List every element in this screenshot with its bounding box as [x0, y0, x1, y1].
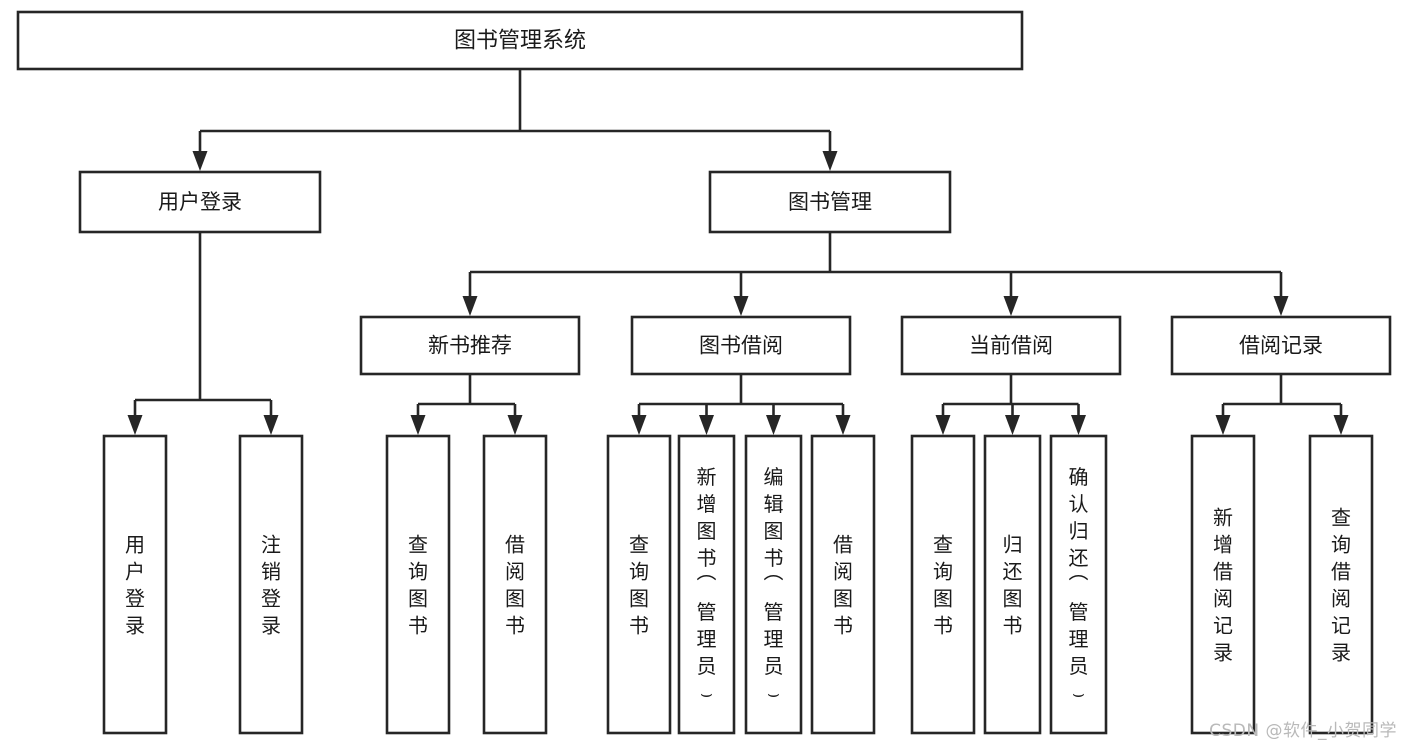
connector-arrowhead	[1215, 415, 1231, 435]
node-label: 归还图书	[1003, 533, 1023, 638]
connector-arrowhead	[192, 151, 208, 171]
csdn-watermark: CSDN @软件_小贺同学	[1209, 721, 1397, 741]
connector-arrowhead	[1003, 296, 1019, 316]
node-l1-0[interactable]: 用户登录	[78, 170, 322, 234]
connector-group-2	[127, 232, 279, 435]
node-label: 查询图书	[933, 533, 953, 638]
node-box[interactable]	[983, 434, 1042, 735]
node-label: 查询借阅记录	[1331, 506, 1351, 665]
node-label: 用户登录	[125, 533, 145, 638]
node-l2-1[interactable]: 图书借阅	[630, 315, 852, 376]
node-label: 借阅图书	[833, 533, 853, 638]
node-label: 新增图书⌒管理员⌣	[697, 465, 717, 705]
connector-arrowhead	[766, 415, 781, 435]
node-box[interactable]	[677, 434, 736, 735]
node-leaf-2[interactable]: 查询图书	[385, 434, 451, 735]
node-box[interactable]	[1170, 315, 1392, 376]
connector-arrowhead	[127, 415, 143, 435]
node-box[interactable]	[744, 434, 803, 735]
connector-arrowhead	[462, 296, 478, 316]
node-box[interactable]	[385, 434, 451, 735]
node-leaf-6[interactable]: 编辑图书⌒管理员⌣	[744, 434, 803, 735]
node-leaf-5[interactable]: 新增图书⌒管理员⌣	[677, 434, 736, 735]
node-leaf-8[interactable]: 查询图书	[910, 434, 976, 735]
connector-arrowhead	[1333, 415, 1349, 435]
node-box[interactable]	[238, 434, 304, 735]
node-label: 查询图书	[629, 533, 649, 638]
node-leaf-7[interactable]: 借阅图书	[810, 434, 876, 735]
node-leaf-0[interactable]: 用户登录	[102, 434, 168, 735]
node-box[interactable]	[78, 170, 322, 234]
node-label: 确认归还⌒管理员⌣	[1069, 465, 1089, 705]
node-l2-2[interactable]: 当前借阅	[900, 315, 1122, 376]
nodes-layer: 图书管理系统用户登录图书管理新书推荐图书借阅当前借阅借阅记录用户登录注销登录查询…	[16, 10, 1392, 735]
node-leaf-4[interactable]: 查询图书	[606, 434, 672, 735]
connector-arrowhead	[1005, 415, 1020, 435]
node-label: 图书管理	[788, 190, 872, 214]
node-box[interactable]	[16, 10, 1024, 71]
node-box[interactable]	[1308, 434, 1374, 735]
node-root-0[interactable]: 图书管理系统	[16, 10, 1024, 71]
node-label: 新书推荐	[428, 334, 512, 358]
node-leaf-12[interactable]: 查询借阅记录	[1308, 434, 1374, 735]
node-label: 注销登录	[261, 533, 281, 638]
node-label: 图书借阅	[699, 334, 783, 358]
node-box[interactable]	[900, 315, 1122, 376]
connector-arrowhead	[935, 415, 951, 435]
node-label: 借阅记录	[1239, 334, 1323, 358]
connector-arrowhead	[835, 415, 851, 435]
node-box[interactable]	[482, 434, 548, 735]
connector-arrowhead	[733, 296, 749, 316]
connector-group-3	[410, 374, 523, 435]
node-l2-0[interactable]: 新书推荐	[359, 315, 581, 376]
node-l1-1[interactable]: 图书管理	[708, 170, 952, 234]
node-label: 查询图书	[408, 533, 428, 638]
node-box[interactable]	[359, 315, 581, 376]
node-label: 新增借阅记录	[1213, 506, 1233, 665]
connector-group-4	[631, 374, 851, 435]
connector-group-5	[935, 374, 1086, 435]
node-leaf-1[interactable]: 注销登录	[238, 434, 304, 735]
connector-group-6	[1215, 374, 1349, 435]
node-box[interactable]	[606, 434, 672, 735]
node-box[interactable]	[810, 434, 876, 735]
node-box[interactable]	[102, 434, 168, 735]
connector-arrowhead	[822, 151, 838, 171]
node-label: 用户登录	[158, 190, 242, 214]
connector-arrowhead	[507, 415, 523, 435]
node-leaf-9[interactable]: 归还图书	[983, 434, 1042, 735]
node-l2-3[interactable]: 借阅记录	[1170, 315, 1392, 376]
node-label: 借阅图书	[505, 533, 525, 638]
connector-arrowhead	[410, 415, 426, 435]
node-box[interactable]	[708, 170, 952, 234]
node-box[interactable]	[1049, 434, 1108, 735]
node-box[interactable]	[910, 434, 976, 735]
connector-group-1	[462, 232, 1289, 316]
node-leaf-11[interactable]: 新增借阅记录	[1190, 434, 1256, 735]
node-label: 当前借阅	[969, 334, 1053, 358]
node-leaf-10[interactable]: 确认归还⌒管理员⌣	[1049, 434, 1108, 735]
connector-arrowhead	[699, 415, 714, 435]
connector-arrowhead	[1071, 415, 1086, 435]
node-label: 编辑图书⌒管理员⌣	[764, 465, 784, 705]
node-box[interactable]	[630, 315, 852, 376]
node-box[interactable]	[1190, 434, 1256, 735]
node-leaf-3[interactable]: 借阅图书	[482, 434, 548, 735]
connector-arrowhead	[1273, 296, 1289, 316]
connector-arrowhead	[263, 415, 279, 435]
connector-arrowhead	[631, 415, 647, 435]
connectors-layer	[127, 69, 1349, 435]
connector-group-0	[192, 69, 838, 171]
node-label: 图书管理系统	[454, 29, 586, 54]
